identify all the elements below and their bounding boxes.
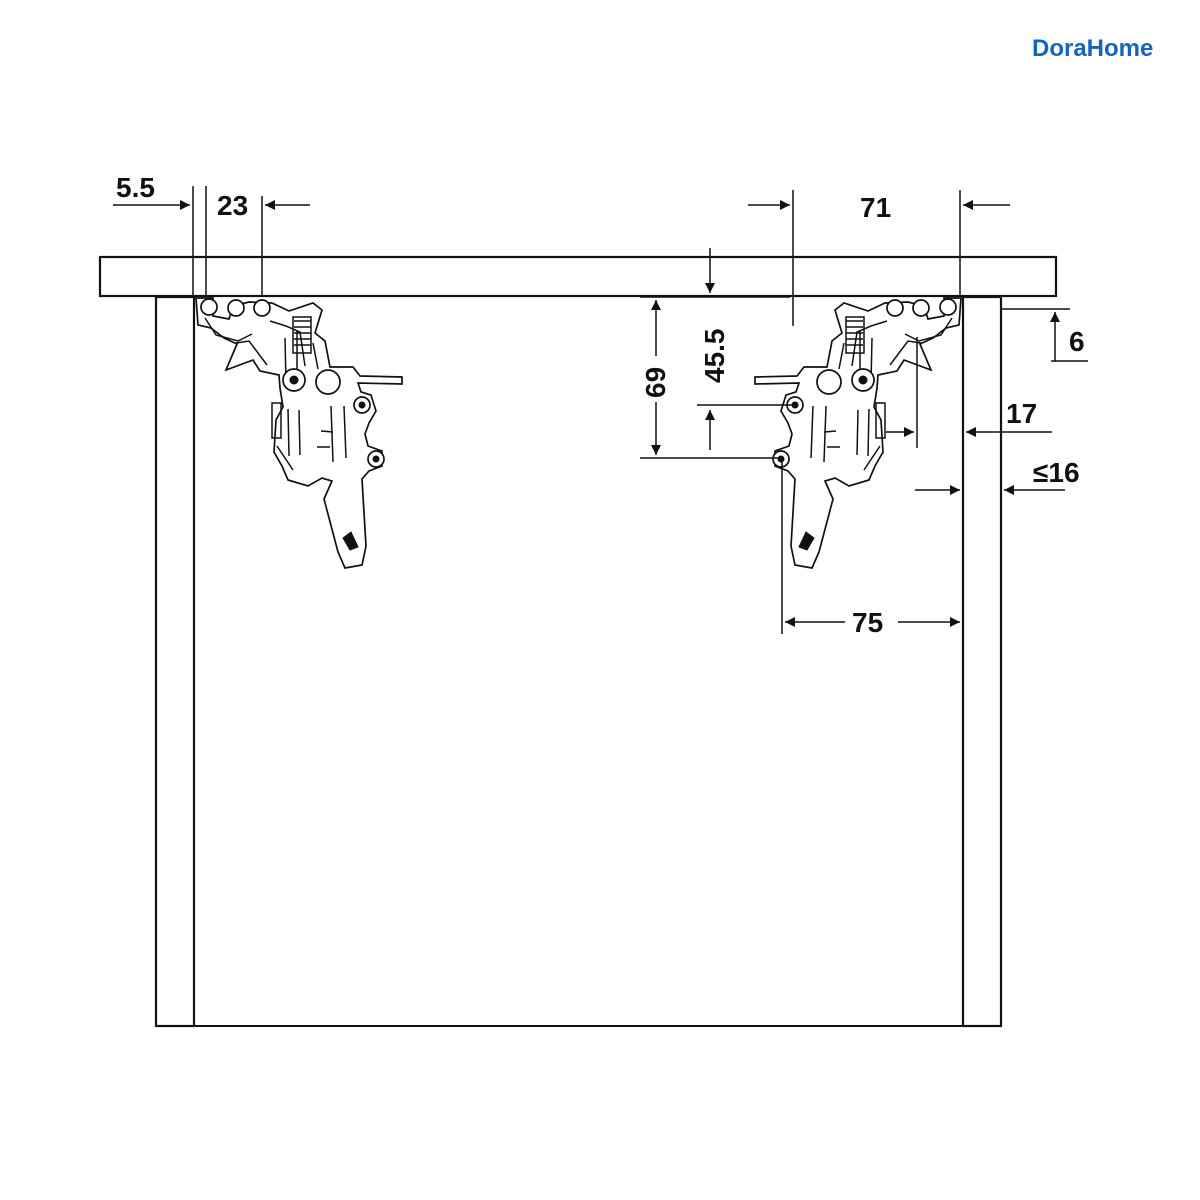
logo-text: DoraHome [1032,35,1153,62]
dimension-label-71: 71 [860,192,891,223]
dimension-label-5-5: 5.5 [116,172,155,203]
dimension-69: 69 [640,296,790,459]
dimension-75: 75 [781,462,960,638]
dimension-label-45-5: 45.5 [699,329,730,384]
dimension-71: 71 [748,190,1010,326]
dimension-6: 6 [1001,308,1088,362]
left-lift-mechanism [195,297,403,569]
dimension-label-le16: ≤16 [1033,457,1080,488]
dimension-23: 23 [217,190,310,296]
dimension-17: 17 [886,337,1052,448]
dimension-5-5: 5.5 [113,172,207,296]
cabinet-drawing [98,255,1058,1028]
dimension-label-17: 17 [1006,398,1037,429]
dimension-label-23: 23 [217,190,248,221]
dimension-le16: ≤16 [915,457,1080,495]
right-lift-mechanism [754,297,962,569]
left-side-panel [154,295,196,1028]
brand-logo: DoraHome [1032,35,1153,62]
dimension-label-75: 75 [852,607,883,638]
top-panel [98,255,1058,298]
dimension-label-69: 69 [640,367,671,398]
dimension-label-6: 6 [1069,326,1085,357]
right-side-panel [961,295,1003,1028]
dimension-45-5: 45.5 [697,248,792,450]
